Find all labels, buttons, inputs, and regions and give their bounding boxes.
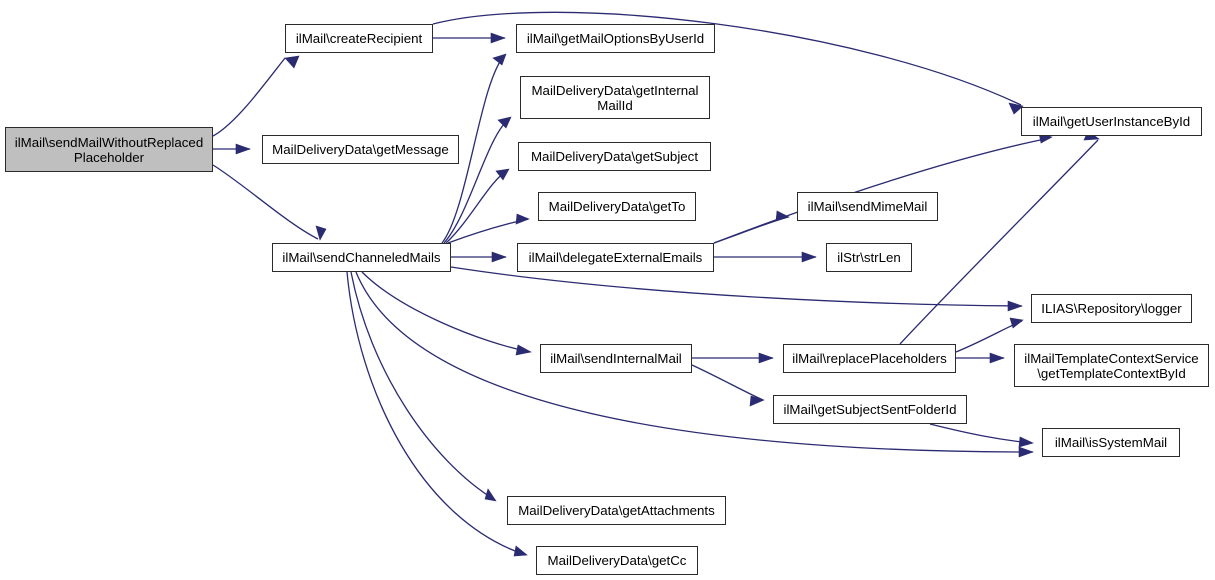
- edge-sendInternalMail-to-getSubjectSentFolderId: [691, 364, 765, 407]
- edge-sendChanneledMails-to-isSystemMail: [355, 271, 1034, 458]
- edge-sendChanneledMails-to-getTo: [447, 213, 530, 244]
- edge-sendChanneledMails-to-logger: [450, 266, 1023, 312]
- edge-delegateExternalEmails-to-getUserInstanceById: [713, 132, 1053, 244]
- graph-node-sendChanneledMails[interactable]: ilMail\sendChanneledMails: [272, 243, 451, 272]
- graph-node-getInternalMailId[interactable]: MailDeliveryData\getInternal MailId: [520, 76, 710, 119]
- graph-node-getCc[interactable]: MailDeliveryData\getCc: [536, 546, 698, 575]
- edge-sendChanneledMails-to-delegateExternalEmails: [451, 251, 507, 263]
- graph-node-getSubject[interactable]: MailDeliveryData\getSubject: [518, 142, 711, 171]
- edge-replacePlaceholders-to-logger: [955, 317, 1024, 353]
- graph-node-getTo[interactable]: MailDeliveryData\getTo: [538, 192, 696, 221]
- graph-node-getTemplateContextById[interactable]: ilMailTemplateContextService \getTemplat…: [1014, 344, 1209, 387]
- graph-node-getMailOptionsByUserId[interactable]: ilMail\getMailOptionsByUserId: [516, 24, 715, 53]
- edge-sendMailWithoutReplacedPlaceholder-to-sendChanneledMails: [212, 164, 327, 241]
- graph-node-replacePlaceholders[interactable]: ilMail\replacePlaceholders: [783, 344, 956, 373]
- edge-sendChanneledMails-to-getSubject: [445, 168, 510, 244]
- edge-sendChanneledMails-to-getCc: [346, 271, 528, 557]
- edge-delegateExternalEmails-to-strLen: [714, 251, 817, 263]
- graph-node-sendInternalMail[interactable]: ilMail\sendInternalMail: [540, 344, 692, 373]
- edge-sendMailWithoutReplacedPlaceholder-to-createRecipient: [212, 55, 300, 137]
- edge-createRecipient-to-getMailOptionsByUserId: [433, 32, 506, 44]
- graph-node-logger[interactable]: ILIAS\Repository\logger: [1031, 294, 1192, 323]
- edge-sendInternalMail-to-replacePlaceholders: [692, 352, 774, 364]
- edge-sendChanneledMails-to-getAttachments: [350, 271, 497, 502]
- graph-node-createRecipient[interactable]: ilMail\createRecipient: [285, 24, 433, 53]
- graph-node-sendMailWithoutReplacedPlaceholder[interactable]: ilMail\sendMailWithoutReplaced Placehold…: [5, 127, 213, 172]
- graph-node-getUserInstanceById[interactable]: ilMail\getUserInstanceById: [1021, 107, 1202, 136]
- graph-node-strLen[interactable]: ilStr\strLen: [826, 243, 912, 272]
- graph-node-sendMimeMail[interactable]: ilMail\sendMimeMail: [797, 192, 938, 221]
- edge-replacePlaceholders-to-getTemplateContextById: [956, 352, 1005, 364]
- graph-node-getMessage[interactable]: MailDeliveryData\getMessage: [262, 135, 459, 164]
- edge-sendChanneledMails-to-getMailOptionsByUserId: [441, 53, 507, 244]
- edge-getSubjectSentFolderId-to-isSystemMail: [929, 423, 1034, 448]
- edge-sendChanneledMails-to-getInternalMailId: [443, 116, 512, 244]
- graph-node-isSystemMail[interactable]: ilMail\isSystemMail: [1042, 428, 1180, 457]
- graph-node-getSubjectSentFolderId[interactable]: ilMail\getSubjectSentFolderId: [773, 395, 967, 424]
- edge-createRecipient-to-getUserInstanceById: [432, 11, 1024, 115]
- edge-sendMailWithoutReplacedPlaceholder-to-getMessage: [213, 143, 251, 155]
- graph-node-getAttachments[interactable]: MailDeliveryData\getAttachments: [507, 496, 726, 525]
- graph-node-delegateExternalEmails[interactable]: ilMail\delegateExternalEmails: [517, 243, 714, 272]
- edge-sendChanneledMails-to-sendInternalMail: [361, 271, 532, 356]
